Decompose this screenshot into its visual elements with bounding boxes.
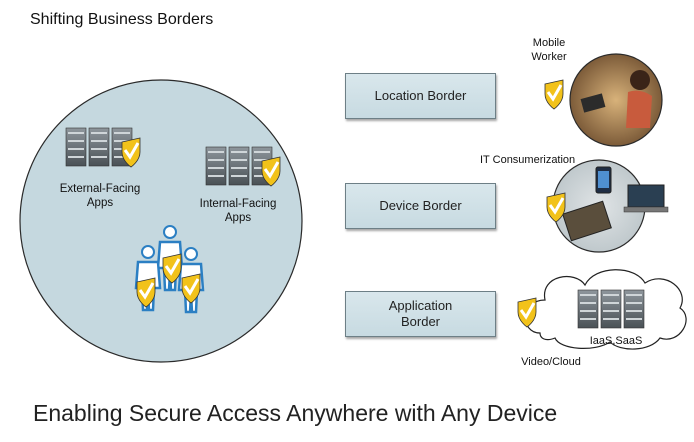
external-facing-apps-label: External-Facing Apps	[59, 183, 141, 209]
iaas-saas-label: IaaS,SaaS	[589, 335, 643, 347]
mobile-worker-label: Mobile Worker	[531, 37, 567, 63]
it-consumerization-label: IT Consumerization	[480, 154, 576, 166]
device-border-box: Device Border	[345, 183, 496, 229]
device-border-label: Device Border	[379, 198, 462, 213]
location-border-label: Location Border	[374, 88, 467, 103]
internal-servers-icon	[205, 146, 282, 188]
mobile-worker-shield	[543, 78, 565, 111]
external-servers-icon	[65, 127, 142, 169]
application-border-label: Application Border	[388, 298, 453, 329]
footer-tagline: Enabling Secure Access Anywhere with Any…	[33, 400, 558, 426]
cloud-servers-icon	[577, 289, 645, 329]
diagram-title: Shifting Business Borders	[30, 11, 214, 28]
video-cloud-label: Video/Cloud	[521, 356, 581, 368]
internal-facing-apps-label: Internal-Facing Apps	[199, 198, 277, 224]
application-border-box: Application Border	[345, 291, 496, 337]
location-border-box: Location Border	[345, 73, 496, 119]
